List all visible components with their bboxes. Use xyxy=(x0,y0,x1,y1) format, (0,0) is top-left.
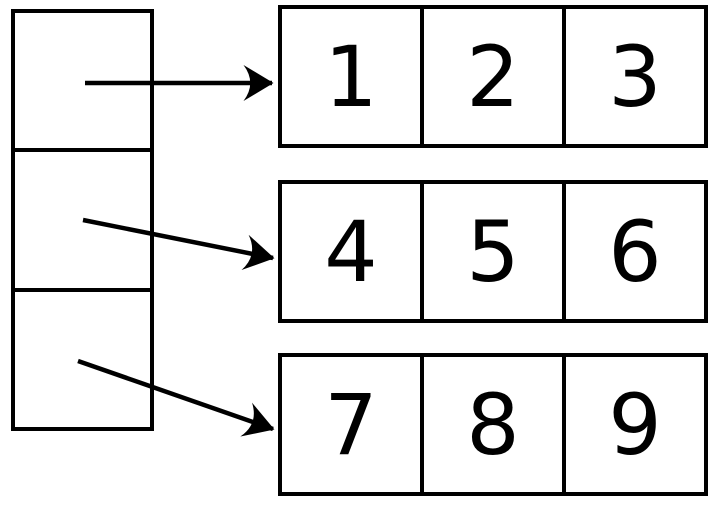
pointer-cell-0 xyxy=(15,13,150,149)
cell-2-2: 9 xyxy=(562,357,704,492)
pointer-column xyxy=(11,9,154,431)
row-table-1: 4 5 6 xyxy=(278,180,708,323)
pointer-cell-2 xyxy=(15,287,150,427)
cell-0-1: 2 xyxy=(420,9,562,144)
cell-1-0: 4 xyxy=(282,184,420,319)
cell-2-1: 8 xyxy=(420,357,562,492)
pointer-cell-1 xyxy=(15,148,150,288)
cell-1-2: 6 xyxy=(562,184,704,319)
row-table-2: 7 8 9 xyxy=(278,353,708,496)
cell-1-1: 5 xyxy=(420,184,562,319)
cell-0-2: 3 xyxy=(562,9,704,144)
cell-2-0: 7 xyxy=(282,357,420,492)
row-table-0: 1 2 3 xyxy=(278,5,708,148)
cell-0-0: 1 xyxy=(282,9,420,144)
